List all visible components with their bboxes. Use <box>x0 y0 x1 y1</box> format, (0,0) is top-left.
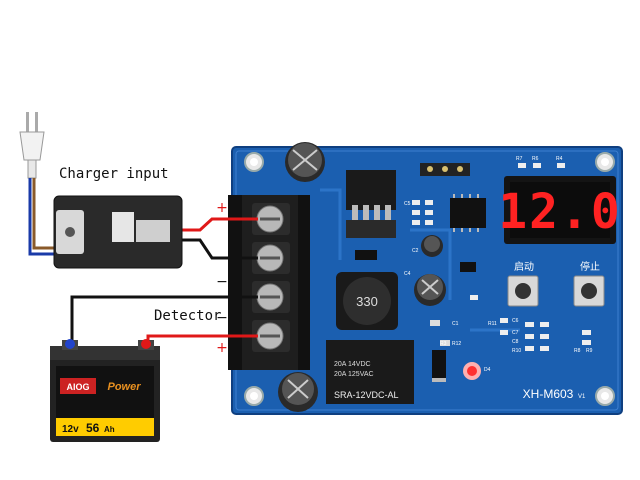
charger-input-label: Charger input <box>59 166 169 182</box>
capacitor-top <box>285 142 325 182</box>
car-battery: AIOG Power 12v 56 Ah <box>50 339 160 442</box>
wire-detector <box>70 295 258 345</box>
detector-label: Detector <box>154 308 221 324</box>
battery-unit: Ah <box>104 425 115 434</box>
diode <box>432 350 446 382</box>
inductor-code: 330 <box>356 294 378 309</box>
polarity-plus-top: + <box>216 200 228 216</box>
power-plug <box>19 112 45 179</box>
mounting-hole <box>244 386 264 406</box>
label-c8: C8 <box>512 339 519 345</box>
inductor: 330 <box>336 272 398 330</box>
microcontroller-chip <box>450 194 486 232</box>
seven-segment-display: 12.0 <box>498 176 622 244</box>
label-c1: C1 <box>452 321 459 327</box>
start-button[interactable] <box>507 275 539 307</box>
board-model: XH-M603 <box>523 387 574 401</box>
mounting-hole <box>595 152 615 172</box>
charger-adapter <box>53 195 183 269</box>
label-c7: C7 <box>512 330 519 336</box>
label-c2: C2 <box>412 248 419 254</box>
label-c4: C4 <box>404 271 411 277</box>
wire-charger-positive <box>182 217 258 232</box>
mounting-hole <box>244 152 264 172</box>
polarity-minus-top: − <box>216 274 228 290</box>
wire-charger-negative <box>182 238 258 260</box>
mounting-hole <box>595 386 615 406</box>
pcb-board: 330 12.0 启动 停止 20A 14VDC 20A 125VAC SRA-… <box>231 142 623 415</box>
capacitor-bottom <box>278 372 318 412</box>
regulator-chip <box>346 170 396 238</box>
power-cord <box>28 178 56 256</box>
terminal-screw <box>252 242 290 274</box>
label-c6: C6 <box>512 318 519 324</box>
label-r4: R4 <box>556 156 563 162</box>
relay: 20A 14VDC 20A 125VAC SRA-12VDC-AL <box>326 340 414 404</box>
battery-brand-left: AIOG <box>66 382 89 392</box>
label-c5: C5 <box>404 201 411 207</box>
display-readout: 12.0 <box>498 184 622 240</box>
stop-button-label: 停止 <box>580 260 600 273</box>
capacitor-c2 <box>421 235 443 257</box>
terminal-block <box>228 195 310 370</box>
label-r6: R6 <box>532 156 539 162</box>
label-r12: R12 <box>452 341 461 347</box>
label-r3: R3 <box>440 341 447 347</box>
battery-voltage: 12v <box>62 424 79 435</box>
relay-model: SRA-12VDC-AL <box>334 390 399 400</box>
label-r10: R10 <box>512 348 521 354</box>
terminal-screw <box>252 281 290 313</box>
label-r11: R11 <box>488 321 497 327</box>
relay-rating-2: 20A 125VAC <box>334 371 374 378</box>
label-r7: R7 <box>516 156 523 162</box>
relay-rating-1: 20A 14VDC <box>334 361 371 368</box>
board-version: V1 <box>578 394 586 400</box>
label-r9: R9 <box>586 348 593 354</box>
battery-capacity: 56 <box>86 421 100 435</box>
label-r8: R8 <box>574 348 581 354</box>
terminal-screw <box>252 203 290 235</box>
polarity-minus-bottom: − <box>216 310 228 326</box>
stop-button[interactable] <box>573 275 605 307</box>
capacitor-c4 <box>414 274 446 306</box>
polarity-plus-bottom: + <box>216 340 228 356</box>
start-button-label: 启动 <box>514 260 534 273</box>
label-d4: D4 <box>484 367 491 373</box>
led-indicator <box>463 362 481 380</box>
battery-brand-right: Power <box>107 381 141 393</box>
pin-header <box>420 163 470 176</box>
smd-components <box>355 163 591 351</box>
terminal-screw <box>252 320 290 352</box>
